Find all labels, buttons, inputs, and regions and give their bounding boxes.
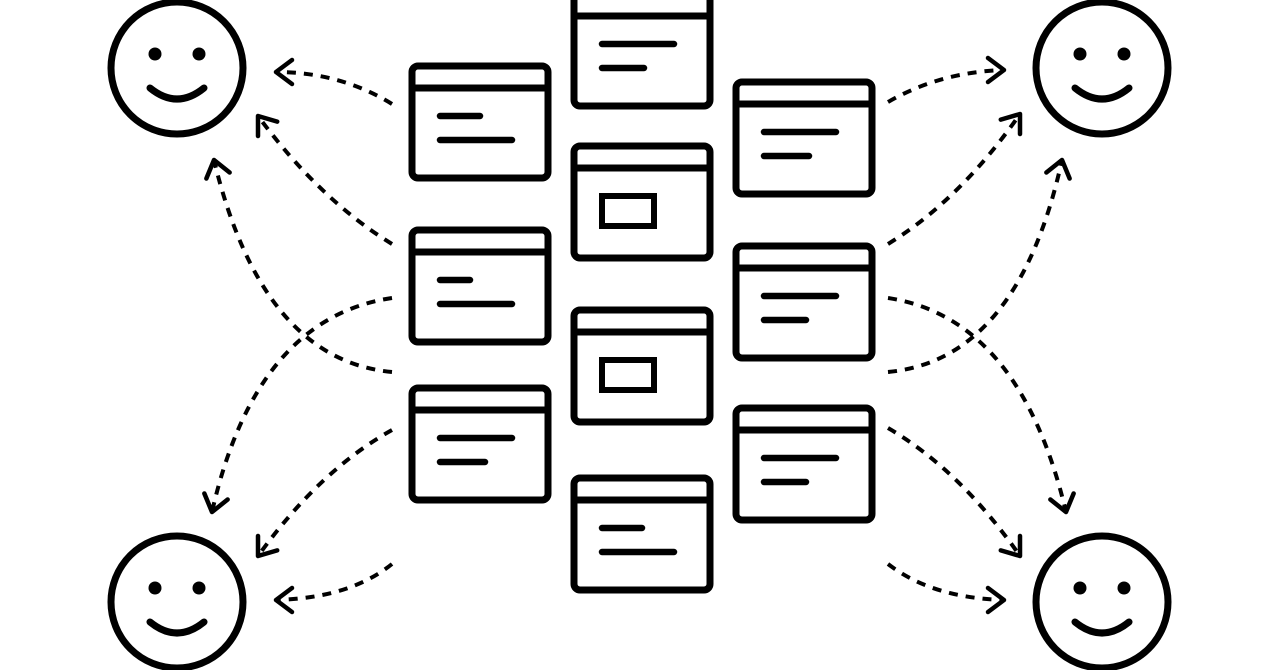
window-frame: [408, 384, 552, 504]
arrow-head: [998, 533, 1023, 559]
arrow-shaft: [886, 562, 1005, 602]
dashed-arrow: [204, 157, 393, 374]
media-window-icon: [570, 142, 714, 262]
window-frame: [408, 226, 552, 346]
dashed-arrow: [255, 428, 393, 559]
smile: [146, 84, 208, 103]
connection-arrows: [202, 55, 1076, 615]
media-placeholder: [599, 193, 657, 229]
left-eye: [148, 47, 162, 61]
window-frame: [732, 404, 876, 524]
window-frame: [570, 474, 714, 594]
window-frame: [732, 78, 876, 198]
arrow-shaft: [886, 112, 1022, 246]
right-eye: [1117, 581, 1131, 595]
text-window-icon: [570, 0, 714, 110]
arrow-head: [255, 533, 280, 559]
window-frame: [570, 0, 714, 110]
smile: [1071, 618, 1133, 637]
arrow-shaft: [256, 428, 393, 558]
smiley-face-icon: [1032, 0, 1172, 138]
right-eye: [192, 47, 206, 61]
window-frame: [732, 242, 876, 362]
arrow-shaft: [886, 426, 1022, 558]
dashed-arrow: [273, 562, 394, 615]
text-window-icon: [732, 404, 876, 524]
text-window-icon: [408, 62, 552, 182]
arrow-shaft: [210, 296, 393, 513]
smiley-face-icon: [107, 0, 247, 138]
arrow-head: [985, 55, 1007, 85]
text-window-icon: [732, 242, 876, 362]
arrow-shaft: [212, 159, 393, 374]
user-faces: [107, 0, 1172, 670]
content-windows: [408, 0, 876, 594]
arrow-head: [1044, 157, 1072, 181]
face-outline: [107, 0, 247, 138]
arrow-shaft: [275, 70, 394, 106]
arrow-shaft: [256, 114, 394, 246]
left-eye: [1073, 581, 1087, 595]
window-frame: [570, 306, 714, 426]
dashed-arrow: [887, 296, 1076, 515]
arrow-head: [1048, 491, 1076, 515]
face-outline: [1032, 0, 1172, 138]
arrow-head: [273, 585, 295, 615]
right-eye: [192, 581, 206, 595]
text-window-icon: [408, 226, 552, 346]
dashed-arrow: [273, 57, 394, 106]
dashed-arrow: [886, 562, 1007, 615]
arrow-head: [985, 585, 1007, 615]
arrow-shaft: [887, 68, 1005, 104]
smiley-face-icon: [107, 532, 247, 670]
arrow-shaft: [275, 562, 394, 602]
text-window-icon: [732, 78, 876, 198]
dashed-arrow: [886, 111, 1023, 246]
arrow-head: [255, 113, 280, 139]
media-window-icon: [570, 306, 714, 426]
face-outline: [1032, 532, 1172, 670]
left-eye: [148, 581, 162, 595]
window-frame: [570, 142, 714, 262]
face-outline: [107, 532, 247, 670]
arrow-head: [273, 57, 295, 87]
smile: [146, 618, 208, 637]
text-window-icon: [408, 384, 552, 504]
text-window-icon: [570, 474, 714, 594]
arrow-shaft: [887, 296, 1068, 513]
dashed-arrow: [255, 113, 394, 246]
window-frame: [408, 62, 552, 182]
media-placeholder: [599, 357, 657, 393]
right-eye: [1117, 47, 1131, 61]
smile: [1071, 84, 1133, 103]
left-eye: [1073, 47, 1087, 61]
dashed-arrow: [887, 157, 1072, 374]
arrow-head: [998, 111, 1023, 137]
dashed-arrow: [202, 296, 393, 515]
dashed-arrow: [886, 426, 1023, 559]
arrow-shaft: [887, 159, 1064, 374]
dashed-arrow: [887, 55, 1007, 104]
smiley-face-icon: [1032, 532, 1172, 670]
arrow-head: [202, 491, 230, 515]
arrow-head: [204, 157, 232, 181]
